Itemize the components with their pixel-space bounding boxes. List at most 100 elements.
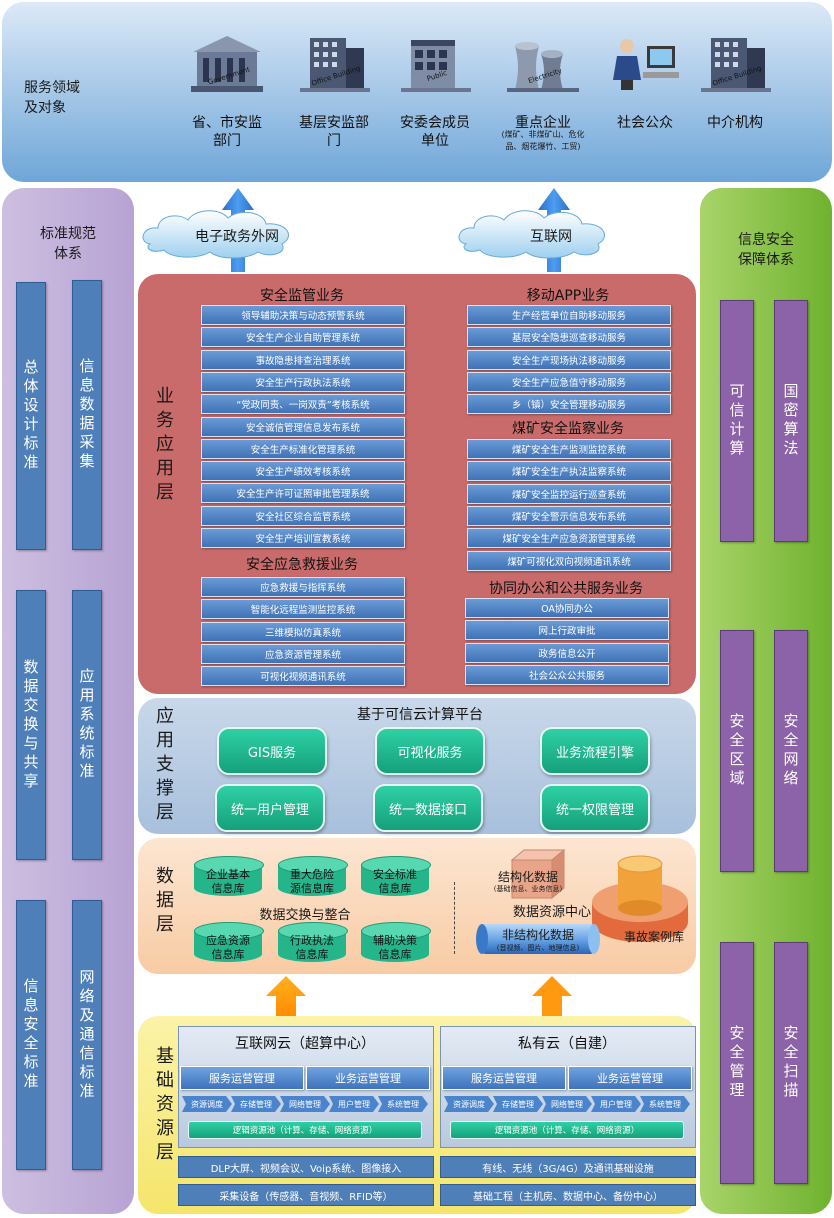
resource-pool-bar: 逻辑资源池（计算、存储、网络资源） [450, 1121, 684, 1139]
database-cylinder-icon: 重大危险 源信息库 [278, 856, 348, 902]
business-system-item[interactable]: 生产经营单位自助移动服务 [467, 305, 671, 325]
business-system-item[interactable]: OA协同办公 [465, 598, 669, 618]
business-ops-button[interactable]: 业务运营管理 [568, 1066, 692, 1090]
business-system-item[interactable]: 安全生产培训宣教系统 [201, 528, 405, 548]
business-system-item[interactable]: 领导辅助决策与动态预警系统 [201, 305, 405, 325]
resource-chevron[interactable]: 网络管理 [280, 1096, 330, 1112]
entity-label: 重点企业 [515, 115, 571, 131]
data-center-label: 数据资源中心 [512, 905, 591, 920]
database-label: 重大危险 源信息库 [290, 868, 334, 895]
resource-chevron[interactable]: 网络管理 [542, 1096, 592, 1112]
business-system-item[interactable]: 安全生产行政执法系统 [201, 371, 405, 392]
resource-chevron[interactable]: 用户管理 [591, 1096, 641, 1112]
database-label: 企业基本 信息库 [206, 868, 250, 895]
security-item-crypto: 国密算法 [774, 300, 808, 542]
business-system-item[interactable]: 煤矿可视化双向视频通讯系统 [467, 550, 671, 571]
public-building-icon [401, 40, 471, 92]
business-system-item[interactable]: 安全社区综合监管系统 [201, 505, 405, 526]
business-system-item[interactable]: 煤矿安全生产执法监察系统 [467, 461, 671, 482]
business-system-item[interactable]: 安全生产标准化管理系统 [201, 438, 405, 459]
business-system-item[interactable]: 安全生产应急值守移动服务 [467, 371, 671, 392]
resource-chevron[interactable]: 存储管理 [231, 1096, 281, 1112]
business-system-item[interactable]: 安全生产企业自助管理系统 [201, 327, 405, 348]
support-service-button[interactable]: 统一数据接口 [373, 784, 483, 832]
resource-chevron[interactable]: 资源调度 [444, 1096, 494, 1112]
business-system-item[interactable]: 煤矿安全生产应急资源管理系统 [467, 528, 671, 549]
support-service-button[interactable]: 可视化服务 [375, 727, 485, 775]
security-item-label: 安全管理 [727, 1025, 746, 1101]
security-item-label: 安全区域 [727, 713, 746, 789]
business-system-item[interactable]: 煤矿安全生产监测监控系统 [467, 439, 671, 459]
business-system-item[interactable]: 社会公众公共服务 [465, 664, 669, 685]
security-item-management: 安全管理 [720, 942, 754, 1184]
standard-item-label: 网络及通信标准 [77, 968, 96, 1102]
entity-label: 中介机构 [707, 115, 763, 131]
standard-item-network-comm: 网络及通信标准 [72, 900, 102, 1170]
support-platform-title: 基于可信云计算平台 [357, 707, 483, 723]
resource-chevron[interactable]: 系统管理 [640, 1096, 690, 1112]
business-system-item[interactable]: 乡（镇）安全管理移动服务 [467, 394, 671, 415]
business-system-item[interactable]: 安全生产许可证照审批管理系统 [201, 483, 405, 504]
structured-data-cube-icon [510, 848, 566, 900]
data-exchange-label: 数据交换与整合 [259, 908, 351, 923]
business-system-item[interactable]: 三维模拟仿真系统 [201, 621, 405, 642]
business-system-item[interactable]: 安全诚信管理信息发布系统 [201, 416, 405, 437]
infrastructure-item: 有线、无线（3G/4G）及通讯基础设施 [440, 1156, 696, 1178]
standard-item-label: 总体设计标准 [21, 359, 40, 473]
service-ops-button[interactable]: 服务运营管理 [442, 1066, 566, 1090]
unstructured-data-tube-icon [476, 924, 600, 954]
support-service-button[interactable]: GIS服务 [217, 727, 327, 775]
business-system-item[interactable]: 网上行政审批 [465, 620, 669, 641]
standard-item-label: 信息安全标准 [21, 978, 40, 1092]
business-group-title: 移动APP业务 [526, 288, 610, 304]
security-item-trusted-computing: 可信计算 [720, 300, 754, 542]
support-service-button[interactable]: 统一权限管理 [540, 784, 650, 832]
standard-item-data-exchange: 数据交换与共享 [16, 590, 46, 860]
business-system-item[interactable]: 安全生产绩效考核系统 [201, 461, 405, 482]
business-group-title: 安全监管业务 [260, 288, 344, 304]
structured-data-sub: (基础信息、业务信息) [493, 885, 563, 893]
database-label: 行政执法 信息库 [290, 934, 334, 961]
security-item-scan: 安全扫描 [774, 942, 808, 1184]
entity-sublabel: (煤矿、非煤矿山、危化 品、烟花爆竹、工贸) [501, 130, 585, 151]
entity-label: 安委会成员 单位 [400, 115, 470, 149]
business-system-item[interactable]: 应急资源管理系统 [201, 643, 405, 664]
business-system-item[interactable]: 可视化视频通讯系统 [201, 666, 405, 687]
support-service-button[interactable]: 业务流程引擎 [540, 727, 650, 775]
security-item-label: 可信计算 [727, 383, 746, 459]
database-cylinder-icon: 安全标准 信息库 [361, 856, 431, 902]
cloud-internet-icon [458, 210, 605, 259]
cloud-egov-label: 电子政务外网 [195, 229, 279, 245]
entity-label: 社会公众 [617, 115, 673, 131]
business-system-item[interactable]: 应急救援与指挥系统 [201, 577, 405, 597]
security-item-network: 安全网络 [774, 630, 808, 872]
business-system-item[interactable]: 煤矿安全监控运行巡查系统 [467, 483, 671, 504]
business-system-item[interactable]: 政务信息公开 [465, 642, 669, 663]
business-system-item[interactable]: 基层安全隐患巡查移动服务 [467, 327, 671, 348]
resource-chevron[interactable]: 系统管理 [378, 1096, 428, 1112]
business-system-item[interactable]: 煤矿安全警示信息发布系统 [467, 505, 671, 526]
resource-chevron[interactable]: 用户管理 [329, 1096, 379, 1112]
standard-item-info-security: 信息安全标准 [16, 900, 46, 1170]
business-system-item[interactable]: 事故隐患排查治理系统 [201, 349, 405, 370]
business-ops-button[interactable]: 业务运营管理 [306, 1066, 430, 1090]
structured-data-label: 结构化数据 [497, 870, 558, 884]
infrastructure-item: 基础工程（主机房、数据中心、备份中心） [440, 1184, 696, 1206]
infrastructure-item: DLP大屏、视频会议、Voip系统、图像接入 [178, 1156, 434, 1178]
business-system-item[interactable]: 智能化远程监测监控系统 [201, 599, 405, 620]
service-ops-button[interactable]: 服务运营管理 [180, 1066, 304, 1090]
resource-chevron[interactable]: 存储管理 [493, 1096, 543, 1112]
resource-chevron[interactable]: 资源调度 [182, 1096, 232, 1112]
infrastructure-item: 采集设备（传感器、音视频、RFID等） [178, 1184, 434, 1206]
business-system-item[interactable]: 安全生产现场执法移动服务 [467, 349, 671, 370]
up-arrow-infra-right-icon [532, 976, 572, 1018]
data-layer-label: 数据层 [153, 866, 174, 938]
infra-layer-label: 基础资源层 [153, 1046, 174, 1166]
security-item-label: 安全扫描 [781, 1025, 800, 1101]
support-service-button[interactable]: 统一用户管理 [215, 784, 325, 832]
database-label: 应急资源 信息库 [206, 934, 250, 961]
person-computer-icon [613, 39, 679, 90]
security-item-label: 安全网络 [781, 713, 800, 789]
database-cylinder-icon: 行政执法 信息库 [278, 922, 348, 968]
business-system-item[interactable]: “党政同责、一岗双责”考核系统 [201, 394, 405, 415]
